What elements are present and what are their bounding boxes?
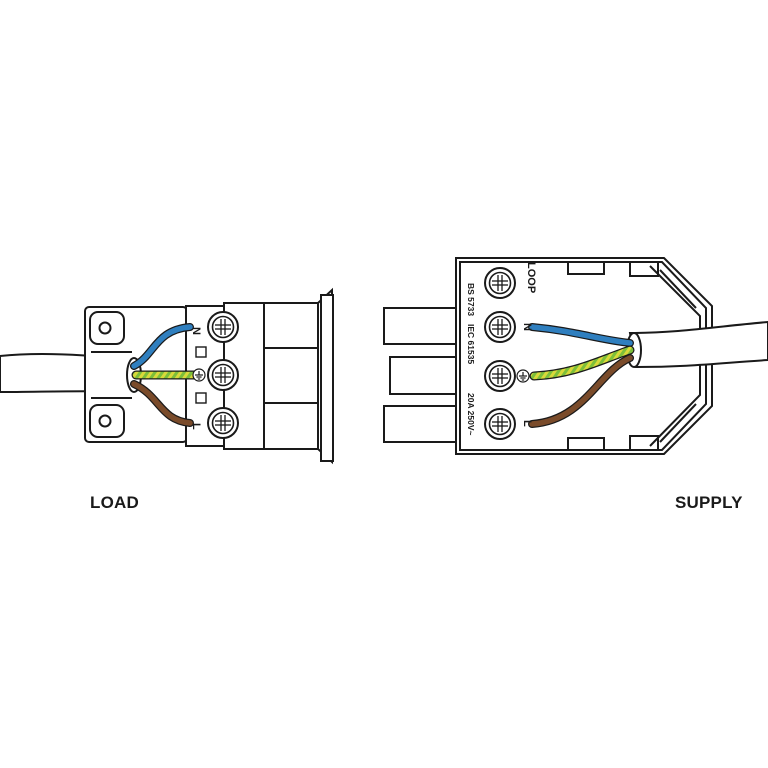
supply-iec-marking: IEC 61535 [466,324,476,364]
load-connector: N L [0,287,334,465]
supply-earth-symbol-icon [516,369,530,383]
supply-connector: LOOP N L BS 5733 IEC 61535 20A 250V~ [383,257,768,455]
supply-plug-pins [383,307,459,443]
supply-terminal-l: L [521,420,533,427]
supply-rating-marking: 20A 250V~ [466,393,476,435]
load-caption: LOAD [90,493,139,512]
supply-housing [455,257,713,455]
load-live-screw [207,407,239,439]
supply-loop-label: LOOP [525,262,537,293]
load-earth-screw [207,359,239,391]
supply-terminal-n: N [521,323,533,331]
supply-loop-screw [484,267,516,299]
supply-neutral-screw [484,311,516,343]
supply-live-screw [484,408,516,440]
supply-bs-marking: BS 5733 [466,283,476,316]
supply-caption: SUPPLY [675,493,743,512]
supply-cable [628,320,768,369]
load-terminal-l: L [190,423,202,430]
load-terminal-n: N [190,327,202,335]
supply-earth-screw [484,360,516,392]
load-earth-symbol-icon [192,368,206,382]
load-neutral-screw [207,311,239,343]
